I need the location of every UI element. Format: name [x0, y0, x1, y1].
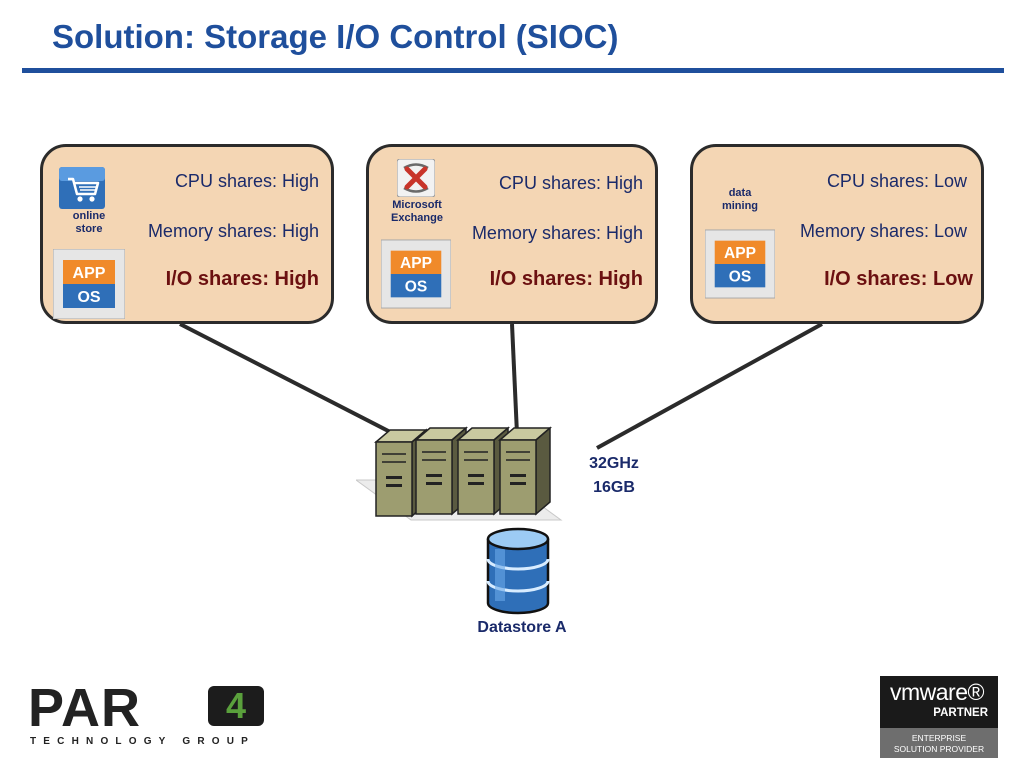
title-rule: [22, 68, 1004, 73]
logo-word: PAR: [28, 678, 142, 738]
os-text: OS: [77, 289, 100, 306]
slide-title: Solution: Storage I/O Control (SIOC): [52, 18, 619, 55]
connector-vm1-host: [179, 322, 399, 438]
logo-numeral: 4: [208, 686, 264, 726]
app-os-icon: APP OS: [705, 229, 775, 299]
badge-line-1: ENTERPRISE: [911, 733, 967, 743]
io-shares: I/O shares: High: [165, 268, 319, 290]
shopping-cart-icon: [59, 167, 105, 209]
connector-vm3-host: [596, 322, 823, 450]
memory-shares: Memory shares: High: [471, 223, 643, 243]
vmware-wordmark: vmware®: [890, 679, 984, 705]
connector-vm2-host: [510, 323, 519, 435]
app-os-icon: APP OS: [53, 249, 125, 319]
memory-shares: Memory shares: High: [147, 221, 319, 241]
os-text: OS: [729, 269, 751, 286]
logo-tagline: TECHNOLOGY GROUP: [30, 736, 256, 747]
vmware-partner-badge: vmware® PARTNER ENTERPRISE SOLUTION PROV…: [880, 676, 998, 758]
os-text: OS: [405, 279, 427, 296]
io-shares: I/O shares: High: [489, 268, 643, 290]
server-unit: [497, 426, 553, 516]
badge-line-2: SOLUTION PROVIDER: [893, 744, 985, 754]
app-text: APP: [73, 265, 106, 282]
app-text: APP: [400, 255, 432, 272]
database-icon: [486, 527, 550, 615]
exchange-icon: [397, 159, 435, 197]
io-shares: I/O shares: Low: [824, 268, 973, 290]
app-text: APP: [724, 245, 756, 262]
company-logo: PAR 4 TECHNOLOGY GROUP: [28, 678, 268, 750]
cpu-shares: CPU shares: Low: [826, 171, 967, 191]
datastore-label: Datastore A: [477, 619, 567, 636]
host-memory-spec: 16GB: [593, 479, 635, 496]
app-os-icon: APP OS: [381, 239, 451, 309]
badge-top: [880, 676, 998, 728]
badge-partner: PARTNER: [933, 707, 988, 719]
badge-bottom: [880, 728, 998, 758]
host-cpu-spec: 32GHz: [589, 455, 639, 472]
cpu-shares: CPU shares: High: [498, 173, 643, 193]
cpu-shares: CPU shares: High: [174, 171, 319, 191]
memory-shares: Memory shares: Low: [799, 221, 967, 241]
server-cluster-icon: [356, 426, 563, 521]
